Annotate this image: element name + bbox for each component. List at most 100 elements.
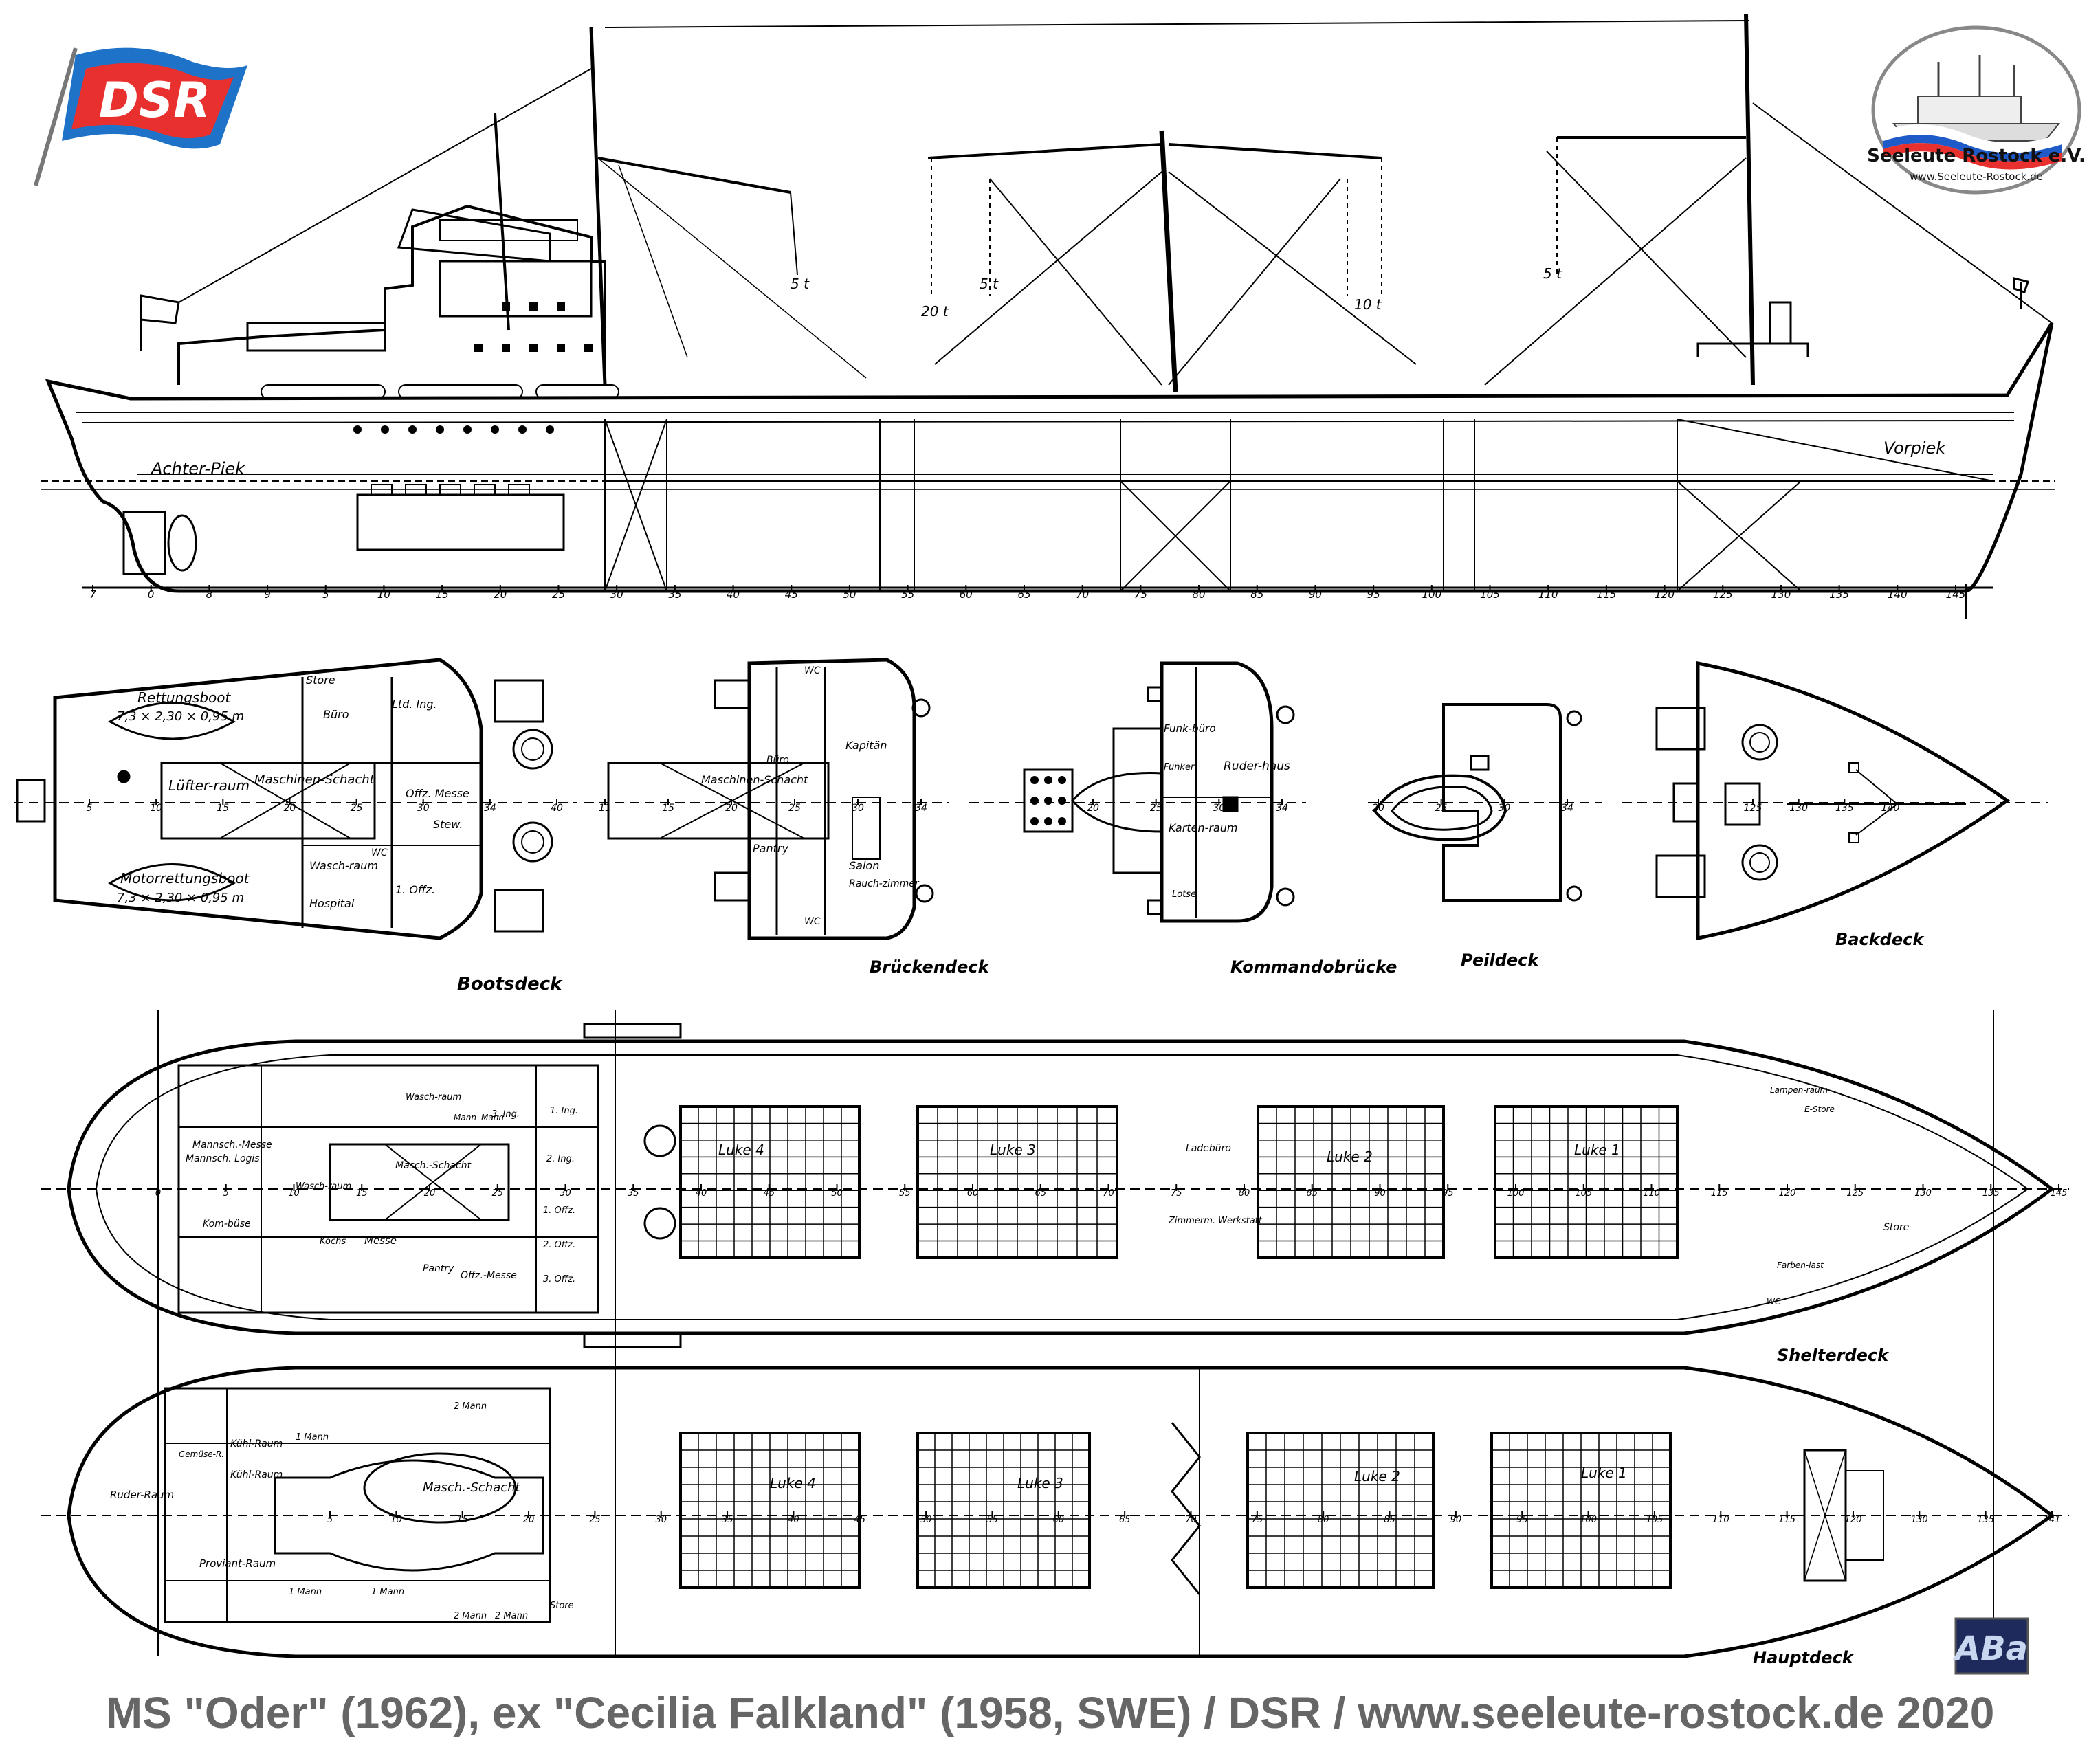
boat-deck-title: Bootsdeck: [457, 974, 563, 994]
bridge-deck-room: Rauch-zimmer: [849, 878, 920, 889]
bridge-deck-room: Salon: [849, 859, 879, 872]
boat-deck-room: WC: [371, 847, 388, 858]
bridge-deck-frame-label: 11: [599, 803, 611, 814]
boat-deck-frame-label: 40: [551, 803, 563, 814]
boat-deck-frame-label: 25: [351, 803, 363, 814]
shelter-deck-plan: [41, 1010, 2069, 1368]
boat-deck-room: Maschinen-Schacht: [254, 773, 375, 787]
dsr-logo-text: DSR: [99, 72, 210, 129]
bridge-deck-frame-label: 34: [915, 803, 927, 814]
aft-peak-label: Achter-Piek: [150, 459, 245, 478]
main-hatch-label: Luke 4: [770, 1475, 816, 1491]
main-room: 2 Mann: [454, 1611, 487, 1621]
profile-frame-label: 75: [1134, 588, 1147, 601]
bridge-deck-room: Büro: [766, 755, 789, 766]
derrick-label-3: 5 t: [980, 276, 999, 292]
forecastle-frame-label: 130: [1789, 803, 1808, 814]
bridge-deck-room: Pantry: [753, 842, 788, 855]
peil-deck-plan: [1368, 703, 1602, 902]
command-bridge-title: Kommandobrücke: [1230, 957, 1397, 977]
boat-deck-room: Lüfter-raum: [168, 777, 250, 794]
profile-frame-label: 115: [1597, 588, 1617, 601]
boat-deck-frame-label: 15: [217, 803, 229, 814]
profile-frame-label: 35: [668, 588, 681, 601]
main-frame-label: 120: [1845, 1515, 1862, 1525]
main-frame-label: 100: [1580, 1515, 1597, 1525]
profile-frame-label: 65: [1017, 588, 1030, 601]
shelter-room: Masch.-Schacht: [395, 1160, 472, 1171]
shelter-frame-label: 90: [1374, 1188, 1386, 1199]
hatch-covers: [679, 1105, 1679, 1589]
shelter-hatch-label: Luke 1: [1574, 1142, 1620, 1158]
forecastle-frame-label: 125: [1744, 803, 1762, 814]
derrick-label-2: 20 t: [921, 303, 949, 320]
shelter-room: Mannsch. Logis: [186, 1153, 260, 1164]
shelter-frame-label: 95: [1442, 1188, 1454, 1199]
shelter-frame-label: 80: [1239, 1188, 1250, 1199]
shelter-frame-label: 60: [967, 1188, 979, 1199]
shelter-frame-label: 45: [763, 1188, 775, 1199]
main-frame-label: 15: [456, 1515, 468, 1525]
shelter-room: 1. Offz.: [543, 1205, 575, 1216]
forecastle-labels: Backdeck: [1835, 930, 1925, 949]
shelter-room: 3. Ing.: [491, 1109, 520, 1120]
fore-peak-label: Vorpiek: [1883, 438, 1946, 458]
shelter-frame-label: 20: [424, 1188, 436, 1199]
main-room: 2 Mann: [454, 1401, 487, 1412]
shelter-room: Zimmerm. Werkstatt: [1168, 1216, 1263, 1226]
motor-lifeboat-dims: 7,3 × 2,30 × 0,95 m: [117, 891, 244, 905]
derrick-label-1: 5 t: [791, 276, 810, 292]
peil-deck-frame-label: 25: [1435, 803, 1448, 814]
shelter-frame-label: 75: [1171, 1188, 1182, 1199]
shelter-frame-label: 65: [1035, 1188, 1046, 1199]
command-bridge-room: Funk-büro: [1164, 722, 1216, 735]
peil-deck-frame-label: 20: [1372, 803, 1384, 814]
main-room: 1 Mann: [296, 1432, 329, 1443]
boat-deck-frame-label: 20: [284, 803, 296, 814]
shelter-room: Mann: [454, 1113, 476, 1122]
club-name: Seeleute Rostock e.V.: [1867, 146, 2086, 166]
main-frame-label: 60: [1053, 1515, 1065, 1525]
profile-frame-label: 80: [1193, 588, 1206, 601]
main-deck-labels: Luke 4 Luke 3 Luke 2 Luke 1 Ruder-Raum K…: [110, 1401, 1855, 1667]
shelter-frame-label: 100: [1507, 1188, 1525, 1199]
profile-frame-label: 140: [1888, 588, 1908, 601]
shelter-room: Offz.-Messe: [461, 1270, 517, 1281]
main-frame-label: 141: [2044, 1515, 2061, 1525]
profile-frame-label: 110: [1538, 588, 1558, 601]
profile-frame-label: 105: [1480, 588, 1500, 601]
boat-deck-room: Offz. Messe: [406, 787, 469, 800]
aba-logo: ABa: [1952, 1617, 2029, 1675]
main-frame-label: 25: [589, 1515, 601, 1525]
main-frame-label: 75: [1252, 1515, 1263, 1525]
profile-frame-label: 30: [610, 588, 623, 601]
main-frame-label: 20: [523, 1515, 535, 1525]
main-frame-label: 45: [854, 1515, 865, 1525]
profile-frame-label: 20: [494, 588, 507, 601]
shelter-hatch-label: Luke 4: [718, 1142, 764, 1158]
image-caption: MS "Oder" (1962), ex "Cecilia Falkland" …: [105, 1688, 1995, 1737]
shelter-frame-label: 35: [628, 1188, 639, 1199]
main-frame-label: 35: [722, 1515, 733, 1525]
forecastle-frame-label: 140: [1881, 803, 1900, 814]
bridge-deck-labels: WC Büro Kapitän Maschinen-Schacht Pantry…: [701, 665, 991, 977]
profile-frame-label: 130: [1771, 588, 1791, 601]
profile-frame-label: 100: [1422, 588, 1441, 601]
bridge-deck-room: WC: [804, 916, 821, 927]
derrick-label-5: 5 t: [1543, 265, 1562, 282]
profile-frame-label: 25: [552, 588, 565, 601]
profile-frame-label: 135: [1829, 588, 1849, 601]
shelter-frame-label: 125: [1846, 1188, 1864, 1199]
dsr-logo: DSR: [34, 47, 247, 186]
shelter-room: 2. Ing.: [546, 1154, 575, 1164]
shelter-frame-label: 120: [1779, 1188, 1796, 1199]
boat-deck-room: Hospital: [309, 897, 355, 910]
boat-deck-room: 1. Offz.: [395, 883, 435, 896]
main-frame-label: 110: [1712, 1515, 1729, 1525]
profile-frame-label: 45: [785, 588, 798, 601]
shelter-room: Lampen-raum: [1770, 1085, 1828, 1095]
profile-frame-label: 70: [1076, 588, 1089, 601]
command-bridge-room: Ruder-haus: [1224, 759, 1290, 773]
